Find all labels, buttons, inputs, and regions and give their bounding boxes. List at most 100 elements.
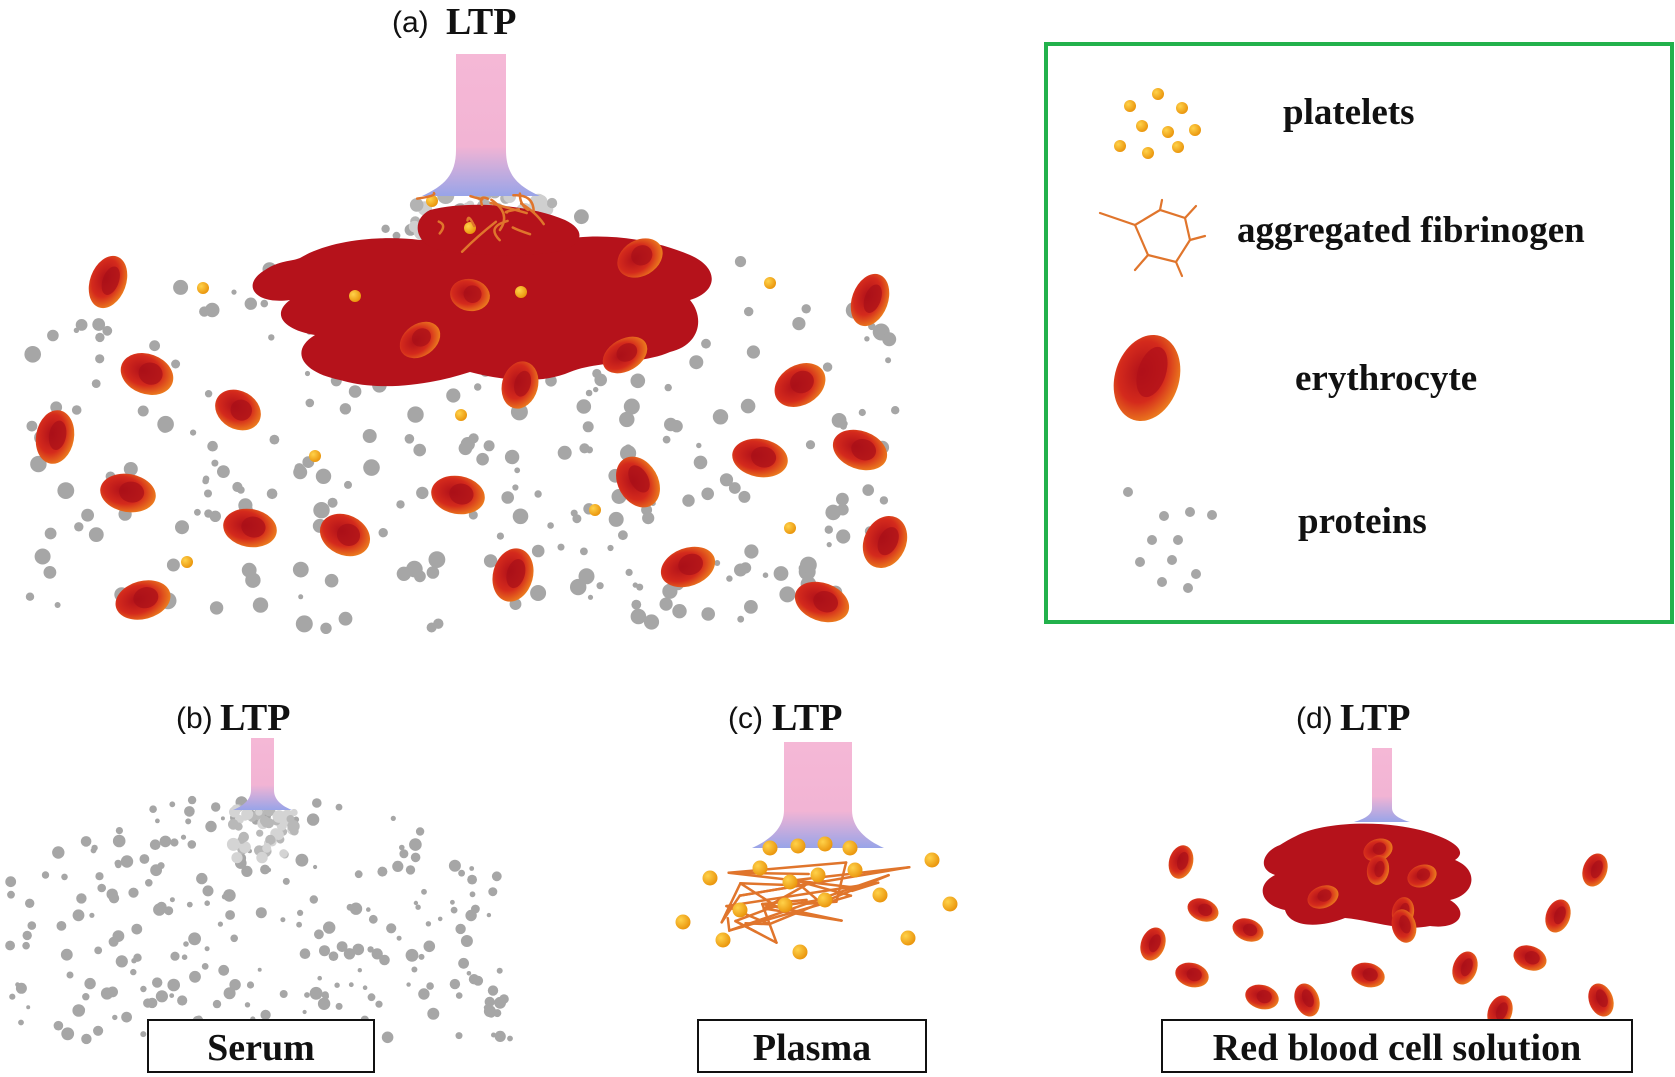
protein [594,373,607,387]
panel-c: (c) LTP Plasma [675,697,958,1073]
protein [293,465,308,480]
protein [43,566,57,579]
protein [71,405,82,415]
panel-b-proteins [5,795,513,1045]
protein [169,801,176,808]
platelet [1152,88,1164,100]
platelet [1176,102,1188,114]
protein [218,964,230,976]
protein [473,975,484,986]
protein [467,874,477,885]
protein [298,594,304,600]
protein [169,993,175,998]
protein [159,835,172,848]
erythrocyte [862,515,908,569]
protein [158,420,172,433]
protein [255,808,263,816]
protein [231,852,243,864]
protein [108,893,120,904]
protein [61,1027,75,1041]
protein [392,231,401,240]
protein [102,325,113,336]
protein [9,993,16,1000]
platelet [1189,124,1201,136]
erythrocyte [1294,983,1320,1017]
protein [474,383,482,391]
protein [95,354,105,364]
protein [257,967,262,972]
protein [531,544,545,558]
protein [260,1009,271,1021]
protein [670,420,683,433]
protein [173,279,189,295]
protein [712,409,729,425]
protein [405,865,416,875]
protein [237,486,245,494]
fibrinogen-strand [490,198,506,232]
protein [5,876,17,888]
panel-a-title: LTP [446,1,516,43]
fibrinogen-strand [734,919,758,934]
panel-d-caption: Red blood cell solution [1213,1027,1581,1069]
erythrocyte [120,353,174,395]
panel-a-erythrocytes [35,255,908,623]
protein [256,851,268,864]
protein [636,583,644,591]
protein [327,497,338,508]
platelet [924,852,940,868]
protein [343,948,356,960]
protein [371,948,383,960]
platelet [790,838,806,854]
protein [630,608,647,625]
protein [295,853,309,867]
platelet [1114,140,1126,152]
protein [593,386,599,393]
protein [499,994,509,1004]
fibrinogen-strand [793,878,853,897]
protein [1135,557,1145,567]
protein [334,982,340,988]
protein [344,480,352,489]
protein [212,999,222,1009]
protein [455,1032,463,1040]
protein [368,914,378,924]
erythrocyte [616,456,660,508]
erythrocyte [1391,909,1417,943]
protein [396,500,405,509]
protein [801,304,811,314]
protein [1167,555,1177,565]
protein [139,854,150,864]
protein [262,843,272,853]
protein [352,943,365,956]
platelet [426,195,438,207]
protein [740,398,756,414]
protein [426,982,434,990]
protein [204,946,210,952]
protein [201,963,209,970]
fibrinogen-strand [415,191,436,200]
protein [152,977,163,988]
protein [430,1012,436,1018]
protein [703,607,710,614]
erythrocyte [832,429,888,471]
protein [1191,569,1201,579]
protein [693,455,708,470]
protein [211,802,221,812]
protein [131,923,143,935]
protein [263,818,274,829]
platelet [782,874,798,890]
platelet [810,867,826,883]
erythrocyte [431,475,485,515]
erythrocyte [1351,962,1385,988]
protein [204,900,210,906]
protein [496,967,503,974]
protein [60,948,73,961]
protein [744,306,754,317]
protein [425,921,432,927]
protein [223,987,236,1000]
protein [512,484,519,491]
fibrinogen-strand [512,194,535,214]
legend-label-fibrinogen: aggregated fibrinogen [1237,210,1585,251]
protein [738,490,751,503]
protein [428,551,446,568]
